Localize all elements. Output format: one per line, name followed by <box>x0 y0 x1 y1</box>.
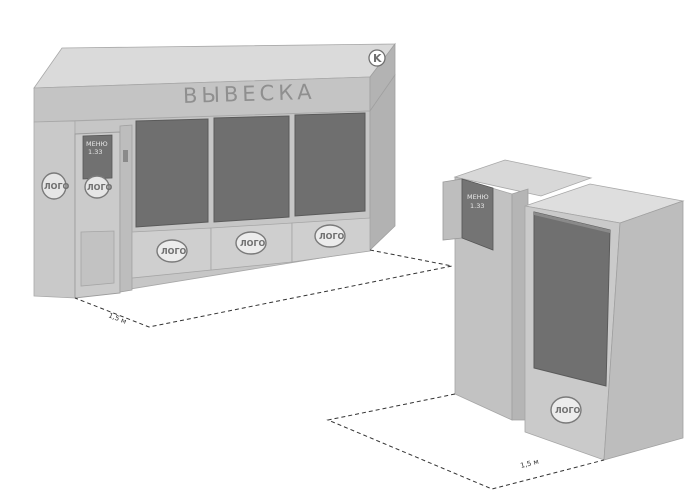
logo-small-icon <box>550 396 582 424</box>
window-2 <box>213 115 290 223</box>
logo-panel-3-icon <box>314 224 346 248</box>
logo-panel-2-icon <box>235 231 267 255</box>
k-badge-letter: K <box>373 52 382 65</box>
door-handle <box>123 150 128 162</box>
menu-board-small-edge <box>442 178 463 241</box>
clearance-zone-large <box>74 249 453 328</box>
logo-left-panel-text: ЛОГО <box>44 182 70 191</box>
menu-board-title: МЕНЮ <box>86 140 108 148</box>
kiosk-large-left-panel <box>33 120 76 299</box>
menu-board-sub: 1.33 <box>88 148 102 156</box>
menu-board-small <box>461 178 494 251</box>
logo-panel-3-text: ЛОГО <box>319 232 345 241</box>
door-lower-panel <box>80 230 115 287</box>
menu-board-small-title: МЕНЮ <box>467 193 489 201</box>
display-screen <box>533 211 611 387</box>
dimension-label-small: 1,5 м <box>520 458 540 470</box>
logo-door-text: ЛОГО <box>87 183 113 192</box>
clearance-zone-small <box>326 393 605 490</box>
window-3 <box>294 112 366 217</box>
kiosk-large-side <box>369 73 396 251</box>
logo-panel-2-text: ЛОГО <box>240 239 266 248</box>
dimension-label-large: 1,5 м <box>107 311 127 325</box>
logo-door-icon <box>84 175 110 199</box>
menu-board <box>82 134 113 180</box>
menu-board-small-sub: 1.33 <box>470 202 484 210</box>
logo-panel-1-text: ЛОГО <box>161 247 187 256</box>
kiosk-small: МЕНЮ 1.33 ЛОГО 1,5 м <box>326 159 685 490</box>
k-badge-icon <box>368 49 386 67</box>
display-screen-bezel <box>534 212 610 233</box>
logo-small-text: ЛОГО <box>555 406 581 415</box>
window-1 <box>135 118 209 228</box>
sign-text: ВЫВЕСКА <box>183 80 316 108</box>
logo-left-panel-icon <box>41 172 67 200</box>
door-post <box>119 124 133 293</box>
back-cabinet-top <box>453 159 593 197</box>
kiosk-large: ВЫВЕСКА K ЛОГО МЕНЮ 1.33 ЛОГО Л <box>33 42 453 328</box>
logo-panel-1-icon <box>156 239 188 263</box>
front-cabinet-side <box>603 200 684 461</box>
